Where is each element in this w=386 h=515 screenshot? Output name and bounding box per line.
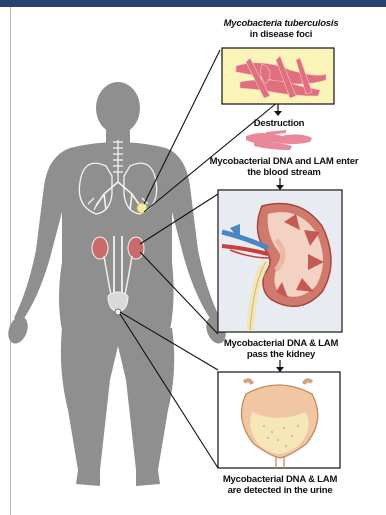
label-kidney-line2: pass the kidney (196, 349, 366, 360)
label-top: Mycobacteria tuberculosis in disease foc… (206, 18, 356, 40)
label-top-line2: in disease foci (206, 29, 356, 40)
kidney-panel (218, 190, 342, 332)
label-urine-line2: are detected in the urine (194, 485, 366, 496)
label-top-line1: Mycobacteria tuberculosis (206, 18, 356, 29)
destroyed-bacteria-fragments (246, 130, 312, 150)
bladder-panel (218, 372, 340, 468)
label-kidney-line1: Mycobacterial DNA & LAM (196, 338, 366, 349)
disease-focus-spot (137, 203, 147, 213)
label-kidney: Mycobacterial DNA & LAM pass the kidney (196, 338, 366, 360)
label-blood-line2: the blood stream (186, 167, 382, 178)
label-urine-line1: Mycobacterial DNA & LAM (194, 474, 366, 485)
label-urine: Mycobacterial DNA & LAM are detected in … (194, 474, 366, 496)
arrow-to-kidney (276, 178, 284, 190)
bacteria-panel (222, 48, 334, 104)
label-destruction: Destruction (226, 118, 332, 129)
label-blood: Mycobacterial DNA and LAM enter the bloo… (186, 156, 382, 178)
label-blood-line1: Mycobacterial DNA and LAM enter (186, 156, 382, 167)
arrow-to-destruction (274, 104, 282, 116)
arrow-to-bladder (276, 360, 284, 372)
